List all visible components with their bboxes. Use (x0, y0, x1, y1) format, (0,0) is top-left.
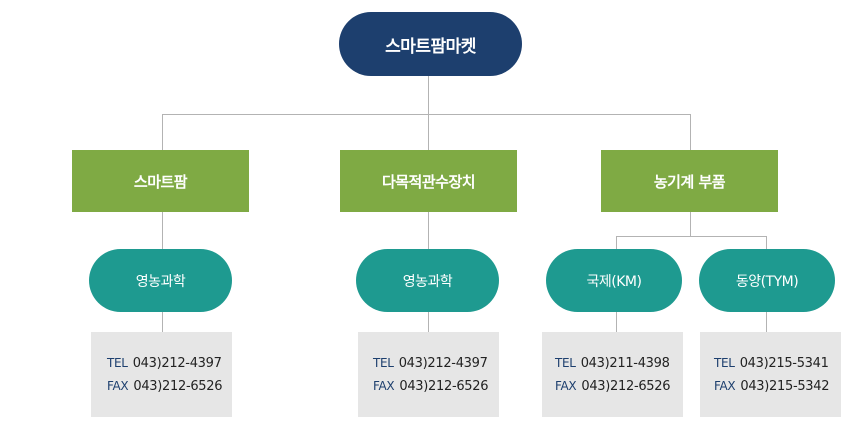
supplier-node: 국제(KM) (546, 249, 682, 312)
fax-row: FAX 043)212-6526 (555, 375, 683, 398)
fax-label: FAX (555, 379, 577, 393)
fax-number: 043)212-6526 (581, 379, 671, 394)
category-label: 농기계 부품 (653, 172, 726, 191)
category-smartfarm: 스마트팜 (72, 150, 249, 212)
supplier-label: 영농과학 (135, 273, 186, 290)
supplier-label: 영농과학 (402, 273, 453, 290)
tel-number: 043)212-4397 (398, 356, 488, 371)
category-irrigation: 다목적관수장치 (340, 150, 517, 212)
fax-label: FAX (714, 379, 736, 393)
root-node: 스마트팜마켓 (339, 12, 522, 76)
supplier-node: 영농과학 (356, 249, 499, 312)
tel-label: TEL (555, 356, 576, 370)
fax-row: FAX 043)212-6526 (373, 375, 499, 398)
fax-number: 043)212-6526 (133, 379, 223, 394)
contact-box: TEL 043)211-4398 FAX 043)212-6526 (542, 332, 683, 417)
category-machinery-parts: 농기계 부품 (601, 150, 778, 212)
fax-row: FAX 043)212-6526 (107, 375, 232, 398)
fax-label: FAX (373, 379, 395, 393)
supplier-node: 영농과학 (89, 249, 232, 312)
tel-row: TEL 043)215-5341 (714, 352, 841, 375)
category-label: 스마트팜 (133, 172, 188, 191)
tel-label: TEL (373, 356, 394, 370)
supplier-label: 동양(TYM) (735, 273, 799, 290)
fax-row: FAX 043)215-5342 (714, 375, 841, 398)
supplier-label: 국제(KM) (586, 273, 642, 290)
tel-number: 043)211-4398 (580, 356, 670, 371)
tel-label: TEL (107, 356, 128, 370)
fax-number: 043)212-6526 (399, 379, 489, 394)
category-label: 다목적관수장치 (381, 172, 476, 191)
fax-number: 043)215-5342 (740, 379, 830, 394)
fax-label: FAX (107, 379, 129, 393)
supplier-node: 동양(TYM) (699, 249, 835, 312)
tel-row: TEL 043)212-4397 (373, 352, 499, 375)
tel-row: TEL 043)211-4398 (555, 352, 683, 375)
contact-box: TEL 043)212-4397 FAX 043)212-6526 (358, 332, 499, 417)
tel-number: 043)212-4397 (132, 356, 222, 371)
root-label: 스마트팜마켓 (385, 36, 476, 57)
contact-box: TEL 043)215-5341 FAX 043)215-5342 (700, 332, 841, 417)
tel-number: 043)215-5341 (739, 356, 829, 371)
tel-row: TEL 043)212-4397 (107, 352, 232, 375)
tel-label: TEL (714, 356, 735, 370)
contact-box: TEL 043)212-4397 FAX 043)212-6526 (91, 332, 232, 417)
